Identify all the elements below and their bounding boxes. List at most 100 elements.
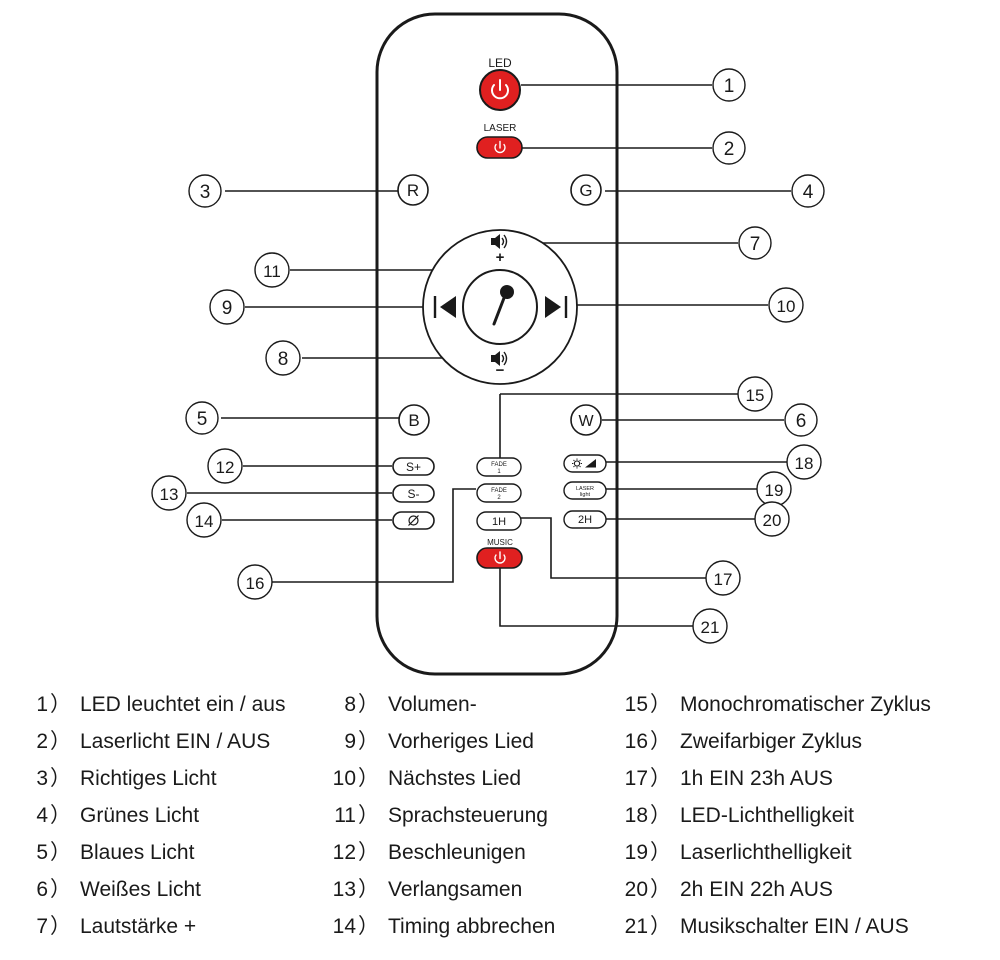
svg-text:14: 14 — [195, 512, 214, 531]
timer-2h-button[interactable]: 2H — [563, 510, 607, 529]
laser-power-button[interactable] — [476, 136, 523, 159]
next-button[interactable] — [545, 296, 568, 318]
svg-text:G: G — [579, 181, 592, 200]
svg-text:20: 20 — [763, 511, 782, 530]
legend-item-17: 17）1h EIN 23h AUS — [624, 767, 833, 790]
previous-icon — [433, 296, 456, 318]
legend-item-8: 8）Volumen- — [344, 693, 477, 716]
leader-lines — [187, 84, 791, 627]
svg-text:3: 3 — [200, 182, 211, 203]
legend-item-12: 12）Beschleunigen — [332, 841, 526, 864]
legend-item-2: 2）Laserlicht EIN / AUS — [36, 730, 271, 753]
callouts: 1 2 3 4 5 6 7 8 9 10 11 12 13 14 15 16 1… — [151, 68, 825, 644]
callout-16: 16 — [237, 564, 273, 600]
green-button[interactable]: G — [570, 174, 602, 206]
white-button[interactable]: W — [570, 404, 602, 436]
brightness-icon — [572, 458, 596, 469]
volume-down-button[interactable]: − — [491, 351, 508, 379]
svg-text:2H: 2H — [578, 514, 592, 526]
svg-text:18: 18 — [795, 454, 814, 473]
callout-21: 21 — [692, 608, 728, 644]
legend-item-9: 9）Vorheriges Lied — [344, 730, 534, 753]
svg-text:S+: S+ — [406, 460, 421, 474]
microphone-button[interactable] — [462, 269, 538, 345]
callout-20: 20 — [754, 501, 790, 537]
remote-diagram: LED LASER R G — [151, 12, 825, 676]
svg-text:4: 4 — [803, 182, 814, 203]
svg-text:16: 16 — [246, 574, 265, 593]
callout-4: 4 — [791, 174, 825, 208]
speaker-icon — [491, 351, 508, 366]
callout-13: 13 — [151, 475, 187, 511]
power-icon — [494, 140, 506, 154]
callout-7: 7 — [738, 226, 772, 260]
fade1-button[interactable]: FADE 1 — [476, 457, 522, 477]
callout-12: 12 — [207, 448, 243, 484]
svg-text:2: 2 — [497, 495, 501, 501]
svg-text:light: light — [580, 492, 591, 498]
callout-6: 6 — [784, 403, 818, 437]
svg-text:W: W — [578, 413, 594, 430]
laser-label: LASER — [484, 123, 517, 134]
led-brightness-button[interactable] — [563, 454, 607, 473]
speaker-icon — [491, 234, 508, 249]
svg-text:15: 15 — [746, 386, 765, 405]
legend-item-11: 11）Sprachsteuerung — [334, 804, 548, 827]
svg-text:R: R — [407, 181, 419, 200]
music-power-button[interactable] — [476, 547, 523, 569]
callout-10: 10 — [768, 287, 804, 323]
laser-brightness-button[interactable]: LASER light — [563, 481, 607, 500]
legend-item-1: 1）LED leuchtet ein / aus — [36, 693, 286, 716]
led-power-button[interactable] — [479, 69, 521, 111]
legend-item-10: 10）Nächstes Lied — [332, 767, 522, 790]
led-label: LED — [488, 56, 512, 70]
legend-item-5: 5）Blaues Licht — [36, 841, 195, 864]
speed-up-button[interactable]: S+ — [392, 457, 435, 476]
svg-text:1: 1 — [724, 76, 735, 97]
legend: 1）LED leuchtet ein / aus 2）Laserlicht EI… — [0, 680, 1000, 950]
callout-18: 18 — [786, 444, 822, 480]
legend-item-14: 14）Timing abbrechen — [332, 915, 556, 938]
volume-up-button[interactable]: + — [491, 234, 508, 266]
svg-text:19: 19 — [765, 481, 784, 500]
previous-button[interactable] — [433, 296, 456, 318]
legend-item-15: 15）Monochromatischer Zyklus — [624, 693, 931, 716]
svg-text:17: 17 — [714, 570, 733, 589]
svg-text:S-: S- — [408, 487, 420, 501]
svg-text:6: 6 — [796, 411, 807, 432]
callout-9: 9 — [209, 289, 245, 325]
power-icon — [494, 551, 506, 564]
timer-cancel-button[interactable] — [392, 511, 435, 530]
music-label: MUSIC — [487, 538, 513, 547]
timer-1h-button[interactable]: 1H — [476, 511, 522, 531]
legend-item-4: 4）Grünes Licht — [36, 804, 200, 827]
legend-item-21: 21）Musikschalter EIN / AUS — [624, 915, 909, 938]
svg-text:13: 13 — [160, 485, 179, 504]
svg-text:2: 2 — [724, 139, 735, 160]
callout-11: 11 — [254, 252, 290, 288]
legend-item-16: 16）Zweifarbiger Zyklus — [624, 730, 863, 753]
callout-3: 3 — [188, 174, 222, 208]
svg-text:10: 10 — [777, 297, 796, 316]
callout-19: 19 — [756, 471, 792, 507]
slow-down-button[interactable]: S- — [392, 484, 435, 503]
legend-item-7: 7）Lautstärke + — [36, 915, 197, 938]
svg-text:1: 1 — [497, 469, 501, 475]
red-button[interactable]: R — [397, 174, 429, 206]
svg-text:5: 5 — [197, 409, 208, 430]
legend-item-19: 19）Laserlichthelligkeit — [624, 841, 852, 864]
blue-button[interactable]: B — [398, 404, 430, 436]
svg-text:B: B — [408, 411, 419, 430]
legend-item-18: 18）LED-Lichthelligkeit — [624, 804, 854, 827]
svg-text:1H: 1H — [492, 516, 506, 528]
timer-cancel-icon — [408, 515, 419, 526]
legend-item-3: 3）Richtiges Licht — [36, 767, 217, 790]
svg-text:8: 8 — [278, 349, 289, 370]
svg-text:FADE: FADE — [491, 488, 507, 494]
fade2-button[interactable]: FADE 2 — [476, 483, 522, 503]
callout-17: 17 — [705, 560, 741, 596]
callout-2: 2 — [712, 131, 746, 165]
volume-plus-sign: + — [496, 249, 505, 266]
next-icon — [545, 296, 568, 318]
microphone-icon — [492, 285, 514, 326]
